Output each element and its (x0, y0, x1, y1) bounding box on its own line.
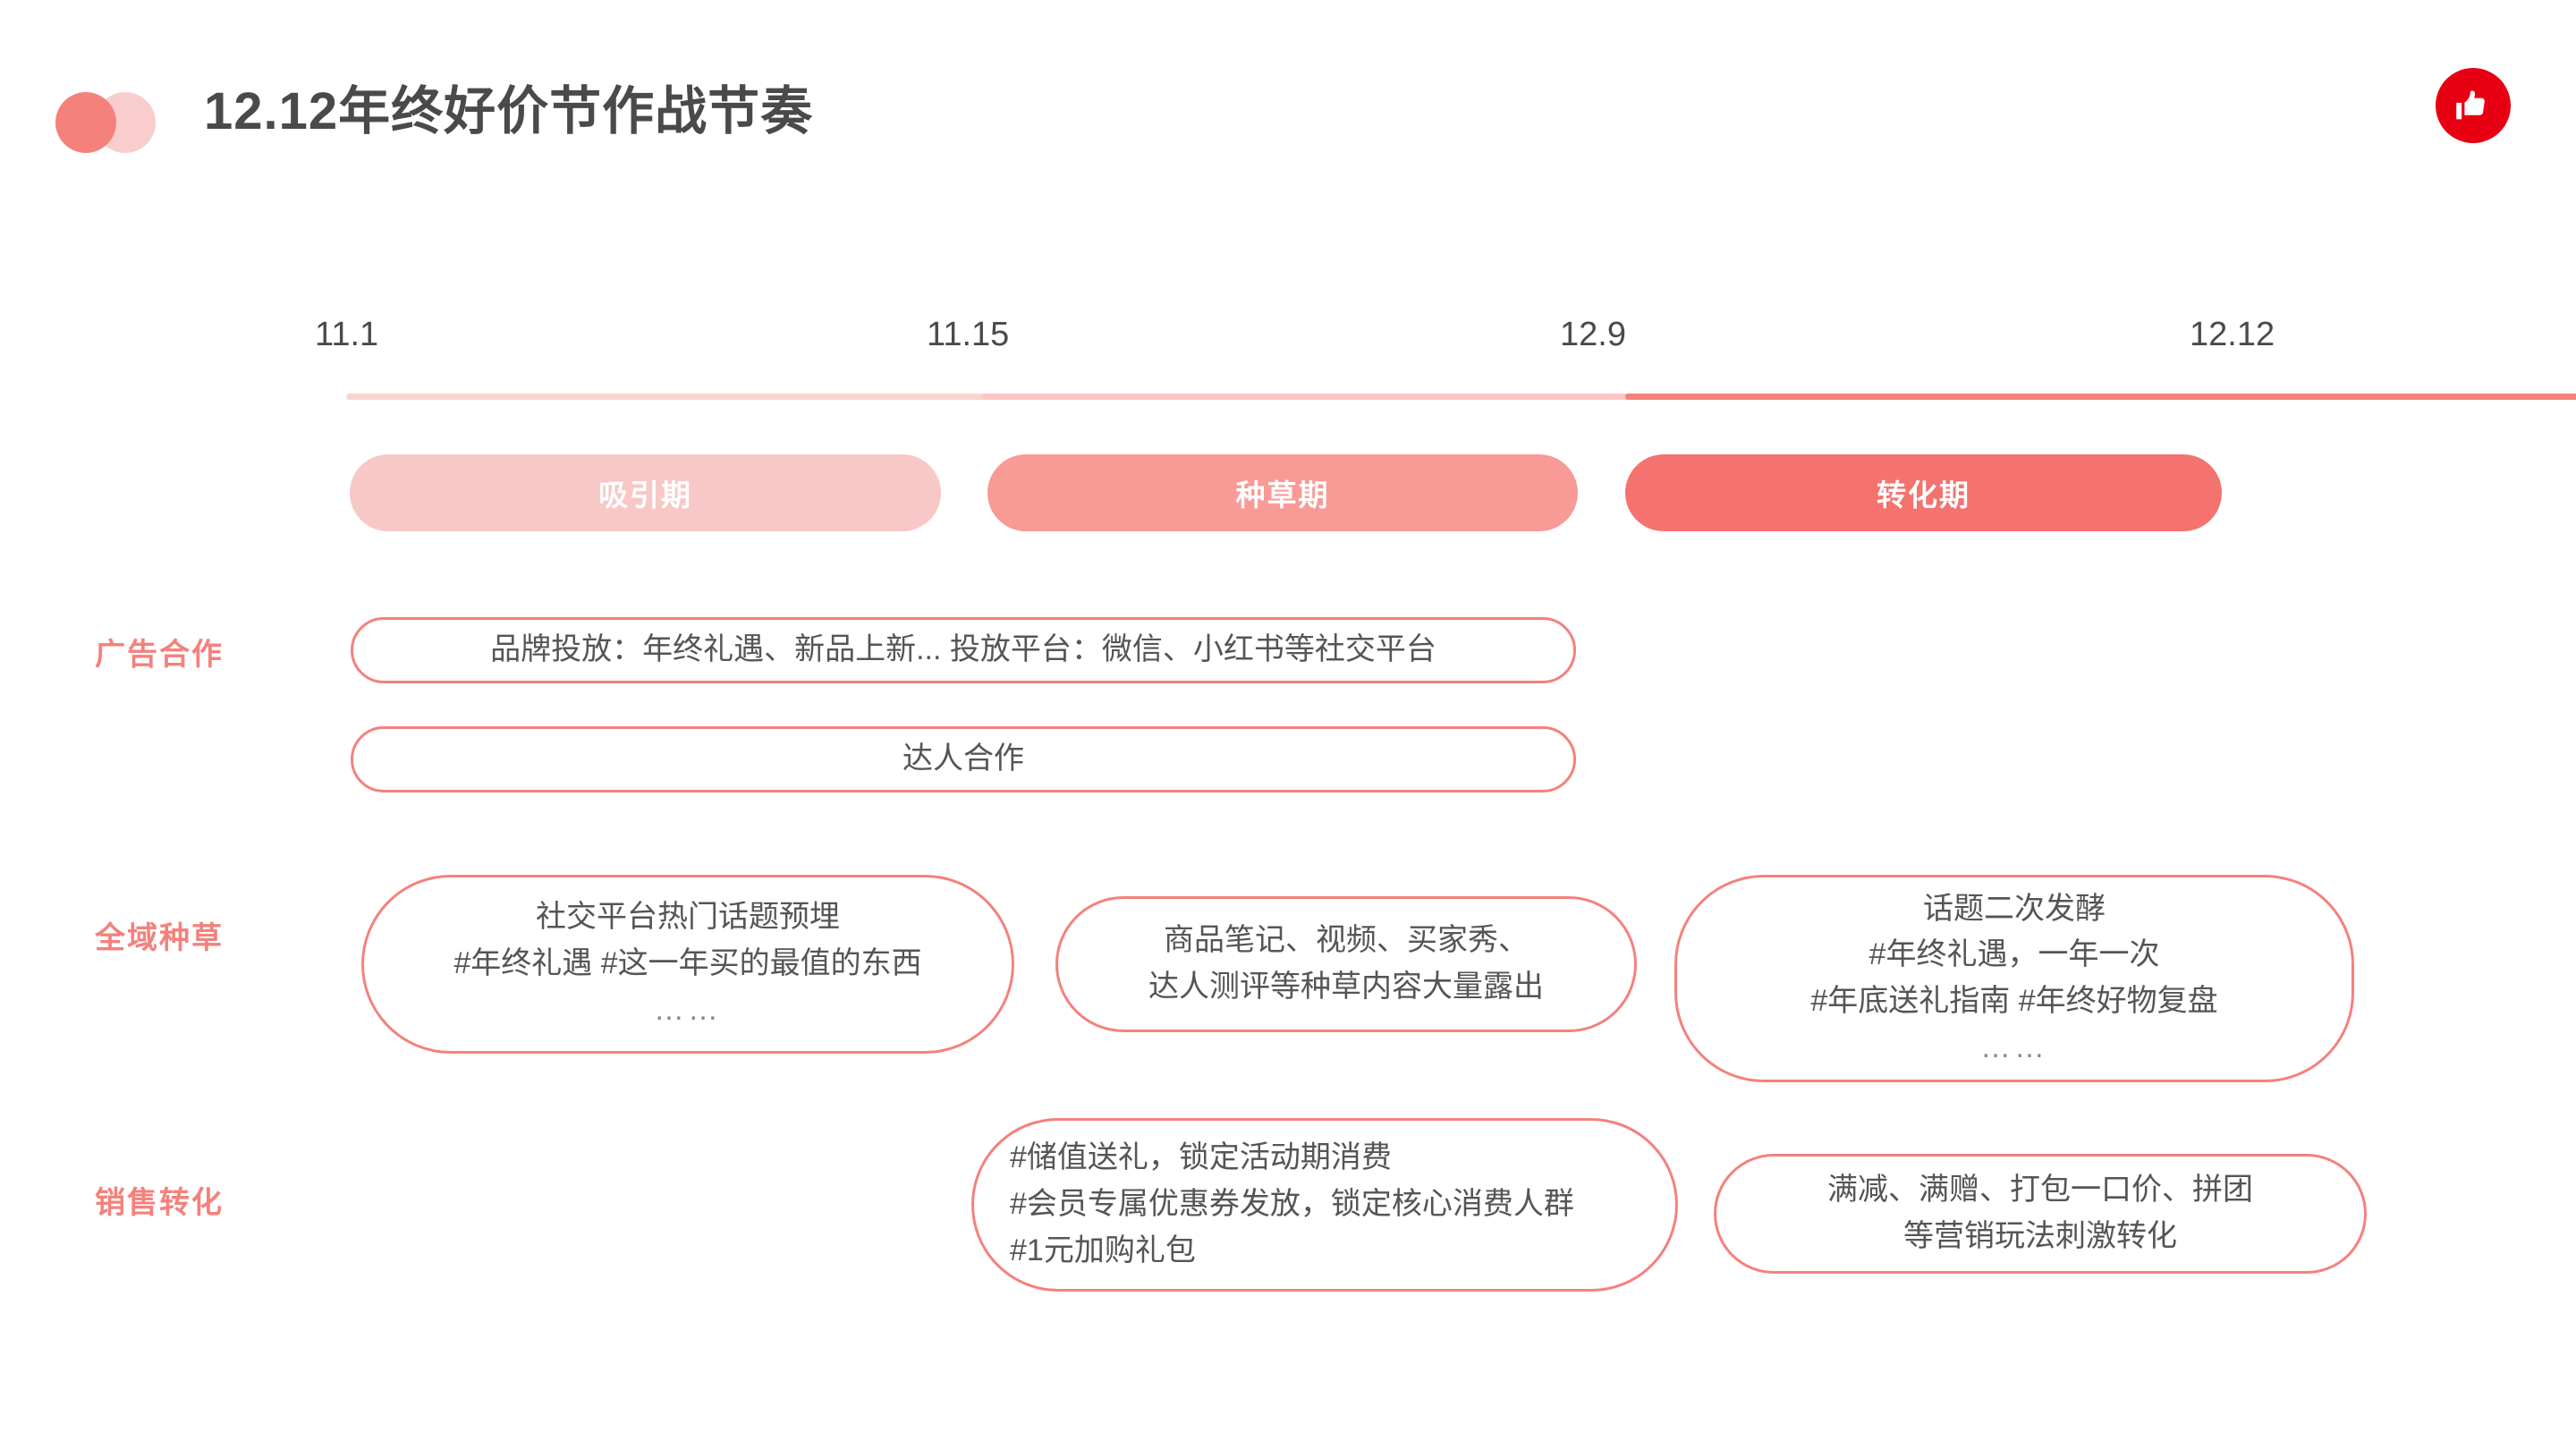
content-line: #年终礼遇，一年一次 (1868, 937, 2160, 972)
content-box-topic-refermentation[interactable]: 话题二次发酵 #年终礼遇，一年一次 #年底送礼指南 #年终好物复盘 …… (1674, 875, 2354, 1082)
phase-pill-attract[interactable]: 吸引期 (350, 454, 941, 531)
timeline-date-2: 12.9 (1560, 316, 1626, 353)
content-line: #1元加购礼包 (1010, 1233, 1196, 1267)
page-title: 12.12年终好价节作战节奏 (204, 82, 814, 140)
phase-pill-attract-label: 吸引期 (598, 479, 692, 512)
content-line: 满减、满赠、打包一口价、拼团 (1827, 1173, 2253, 1208)
content-line: 等营销玩法刺激转化 (1903, 1219, 2177, 1253)
thumbs-up-badge[interactable] (2436, 68, 2511, 143)
content-box-member-offers[interactable]: #储值送礼，锁定活动期消费 #会员专属优惠券发放，锁定核心消费人群 #1元加购礼… (971, 1118, 1678, 1292)
timeline-line-conversion (1625, 394, 2576, 400)
phase-pill-seeding-label: 种草期 (1235, 479, 1330, 512)
content-line-ellipsis: …… (1980, 1030, 2048, 1064)
content-box-content-exposure[interactable]: 商品笔记、视频、买家秀、 达人测评等种草内容大量露出 (1055, 896, 1637, 1032)
timeline-line-seeding (982, 394, 2230, 400)
content-line: 商品笔记、视频、买家秀、 (1164, 923, 1529, 958)
phase-pill-conversion[interactable]: 转化期 (1625, 454, 2222, 531)
logo-mark (55, 92, 156, 153)
content-line: 话题二次发酵 (1923, 891, 2106, 926)
row-label-conversion: 销售转化 (95, 1186, 224, 1220)
content-line: #年终礼遇 #这一年买的最值的东西 (453, 946, 922, 981)
content-box-topic-preheat[interactable]: 社交平台热门话题预埋 #年终礼遇 #这一年买的最值的东西 …… (361, 875, 1014, 1054)
logo-circle-front (55, 92, 116, 153)
timeline: 11.1 11.15 12.9 12.12 (0, 318, 2576, 416)
row-label-seeding: 全域种草 (95, 921, 224, 955)
timeline-date-1: 11.15 (927, 316, 1010, 353)
timeline-line-attract (346, 394, 1576, 400)
content-line: 达人测评等种草内容大量露出 (1148, 970, 1544, 1004)
content-box-promotion-mechanics[interactable]: 满减、满赠、打包一口价、拼团 等营销玩法刺激转化 (1714, 1154, 2367, 1274)
row-label-advertising: 广告合作 (95, 638, 224, 672)
content-line: #会员专属优惠券发放，锁定核心消费人群 (1010, 1187, 1574, 1222)
page-header: 12.12年终好价节作战节奏 (0, 0, 2576, 206)
content-line: 品牌投放：年终礼遇、新品上新... 投放平台：微信、小红书等社交平台 (490, 632, 1436, 667)
phase-pill-group: 吸引期 种草期 转化期 (0, 454, 2576, 531)
phase-pill-seeding[interactable]: 种草期 (987, 454, 1578, 531)
timeline-date-0: 11.1 (315, 316, 379, 353)
timeline-date-3: 12.12 (2190, 316, 2275, 353)
phase-pill-conversion-label: 转化期 (1877, 479, 1970, 512)
thumbs-up-icon (2453, 85, 2494, 126)
content-box-influencer-cooperation[interactable]: 达人合作 (351, 726, 1576, 792)
content-line: #年底送礼指南 #年终好物复盘 (1810, 984, 2218, 1018)
content-line: #储值送礼，锁定活动期消费 (1010, 1140, 1392, 1175)
content-box-brand-placement[interactable]: 品牌投放：年终礼遇、新品上新... 投放平台：微信、小红书等社交平台 (351, 617, 1576, 683)
content-line-ellipsis: …… (654, 992, 722, 1027)
content-line: 社交平台热门话题预埋 (536, 900, 840, 935)
content-line: 达人合作 (902, 741, 1024, 776)
